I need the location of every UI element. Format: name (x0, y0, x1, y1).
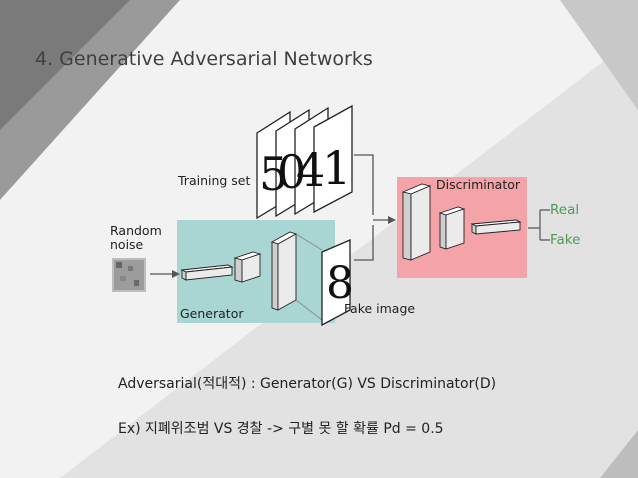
output-bracket (528, 209, 550, 241)
slide-title: 4. Generative Adversarial Networks (35, 48, 373, 70)
fake-image-label: Fake image (344, 301, 415, 316)
random-noise-label-line1: Random (110, 223, 162, 238)
random-noise-image (112, 258, 146, 292)
gan-diagram: Random noise Generator 8 Fake image 5 0 … (110, 104, 580, 327)
discriminator-layers (401, 183, 522, 261)
training-set-cards: 5 0 4 1 (256, 104, 353, 220)
fake-image-card: 8 (321, 239, 354, 327)
example-text: Ex) 지폐위조범 VS 경찰 -> 구별 못 할 확률 Pd = 0.5 (118, 421, 444, 437)
fake-image-digit: 8 (326, 258, 354, 309)
real-label: Real (550, 202, 579, 218)
random-noise-label-line2: noise (110, 237, 144, 252)
training-digit-1: 5 (259, 147, 288, 201)
training-digit-2: 0 (277, 145, 306, 199)
into-discriminator-arrow (388, 216, 396, 224)
training-digit-3: 4 (296, 143, 325, 197)
training-digit-4: 1 (322, 141, 351, 195)
fake-arrow (354, 225, 374, 261)
fake-label: Fake (550, 232, 580, 248)
discriminator-label: Discriminator (436, 177, 521, 192)
adversarial-definition: Adversarial(적대적) : Generator(G) VS Discr… (118, 376, 497, 392)
training-set-label: Training set (177, 173, 250, 188)
generator-layers (180, 231, 298, 311)
training-arrow (354, 154, 374, 215)
generator-label: Generator (180, 306, 244, 321)
